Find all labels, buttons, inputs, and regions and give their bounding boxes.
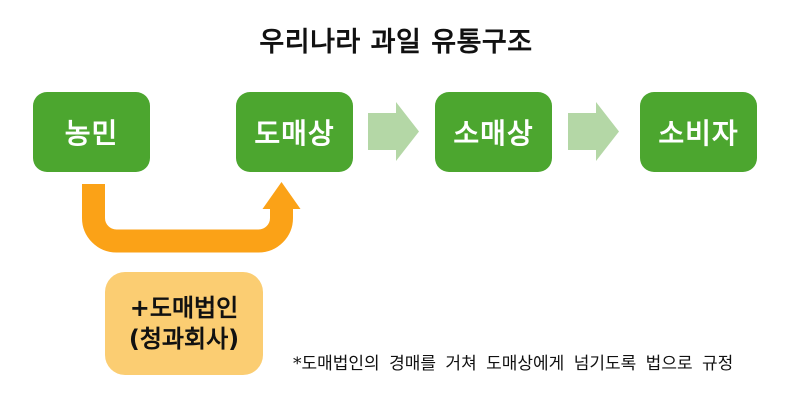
bypass-arrowhead-icon bbox=[262, 182, 301, 209]
flow-arrow-retailer-to-consumer-icon bbox=[568, 102, 619, 161]
bypass-box-label-line2: (청과회사) bbox=[128, 324, 240, 353]
footnote: *도매법인의 경매를 거쳐 도매상에게 넘기도록 법으로 규정 bbox=[293, 354, 734, 374]
node-consumer-label: 소비자 bbox=[658, 117, 739, 150]
node-farmer: 농민 bbox=[33, 92, 150, 172]
diagram-title: 우리나라 과일 유통구조 bbox=[259, 27, 533, 58]
node-farmer-label: 농민 bbox=[64, 117, 119, 150]
node-retailer: 소매상 bbox=[435, 92, 552, 172]
flow-arrow-wholesaler-to-retailer-icon bbox=[368, 102, 419, 161]
bypass-box-label-line1: +도매법인 bbox=[129, 293, 239, 322]
node-wholesaler: 도매상 bbox=[236, 92, 353, 172]
node-consumer: 소비자 bbox=[640, 92, 757, 172]
bypass-box: +도매법인 (청과회사) bbox=[105, 272, 263, 375]
node-retailer-label: 소매상 bbox=[453, 117, 534, 150]
bypass-arrow bbox=[82, 184, 293, 253]
node-wholesaler-label: 도매상 bbox=[254, 117, 335, 150]
